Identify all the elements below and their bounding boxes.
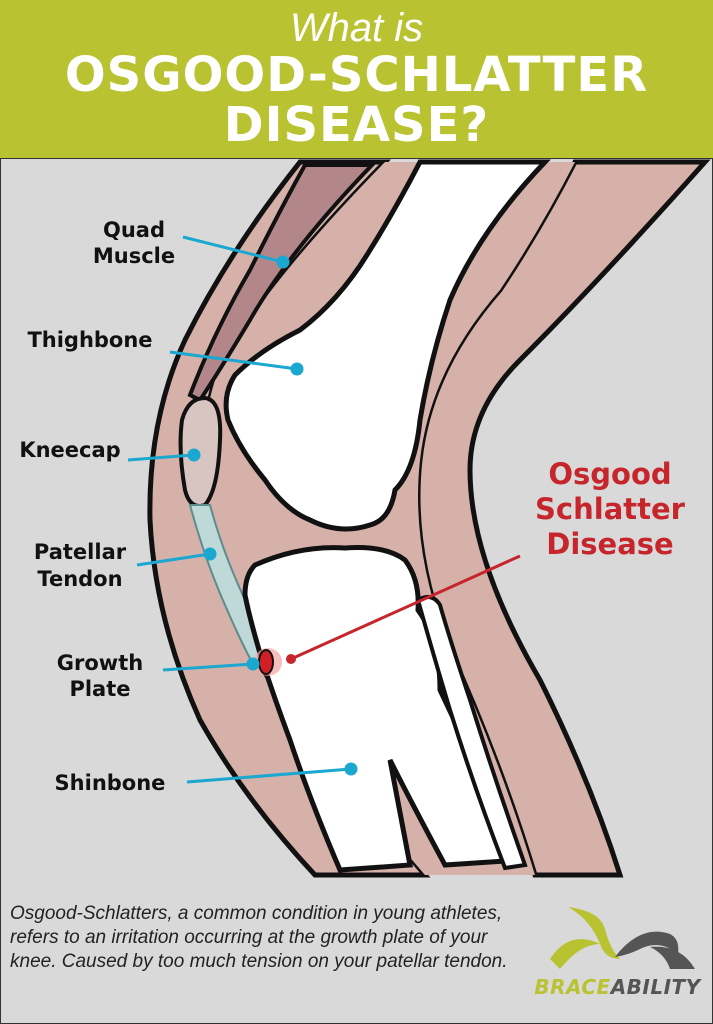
callout-line3: Disease <box>546 527 673 561</box>
pointer-line-thighbone <box>169 350 298 371</box>
kneecap <box>178 395 223 508</box>
brand-name: BRACEABILITY <box>530 975 705 999</box>
pointer-dot-shinbone <box>344 762 358 776</box>
pointer-line-quad <box>182 235 284 264</box>
fibula <box>415 594 528 871</box>
pointer-line-osgood <box>290 554 521 661</box>
label-quad-line2: Muscle <box>93 244 175 268</box>
label-thighbone: Thighbone <box>27 328 152 352</box>
page-title: OSGOOD-SCHLATTER DISEASE? <box>0 50 713 150</box>
pointer-dot-kneecap <box>187 448 201 462</box>
thighbone <box>223 159 551 532</box>
label-growth-line2: Plate <box>69 677 130 701</box>
shinbone <box>242 545 524 873</box>
pointer-dot-thighbone <box>290 362 304 376</box>
pointer-dot-quad <box>276 255 290 269</box>
brand-logo: BRACEABILITY <box>530 899 705 1003</box>
pointer-dot-osgood <box>286 654 296 664</box>
title-banner: What is OSGOOD-SCHLATTER DISEASE? <box>0 0 713 158</box>
label-shinbone: Shinbone <box>55 771 166 795</box>
caption-text: Osgood-Schlatters, a common condition in… <box>10 903 508 972</box>
pointer-line-kneecap <box>127 453 195 462</box>
title-line-1: OSGOOD-SCHLATTER <box>64 47 649 103</box>
growth-plate-spot <box>258 649 274 675</box>
label-patellar-line2: Tendon <box>37 567 122 591</box>
pointer-dot-patellar <box>203 547 217 561</box>
title-subtitle: What is <box>289 6 424 50</box>
label-kneecap: Kneecap <box>19 438 120 462</box>
callout-line2: Schlatter <box>535 492 686 526</box>
label-patellar-line1: Patellar <box>34 540 127 564</box>
label-growth-line1: Growth <box>57 651 143 675</box>
label-quad-line1: Quad <box>103 218 165 242</box>
title-line-2: DISEASE? <box>223 97 490 153</box>
callout-line1: Osgood <box>548 457 671 491</box>
pointer-dot-growth <box>246 657 260 671</box>
pointer-line-shinbone <box>186 767 352 784</box>
brand-name-part1: BRACE <box>534 975 611 999</box>
skin-back <box>415 159 711 878</box>
brand-swoosh-icon <box>550 907 695 969</box>
pointer-line-patellar <box>136 552 211 567</box>
pointer-line-growth <box>162 662 254 672</box>
brand-name-part2: ABILITY <box>610 975 701 999</box>
